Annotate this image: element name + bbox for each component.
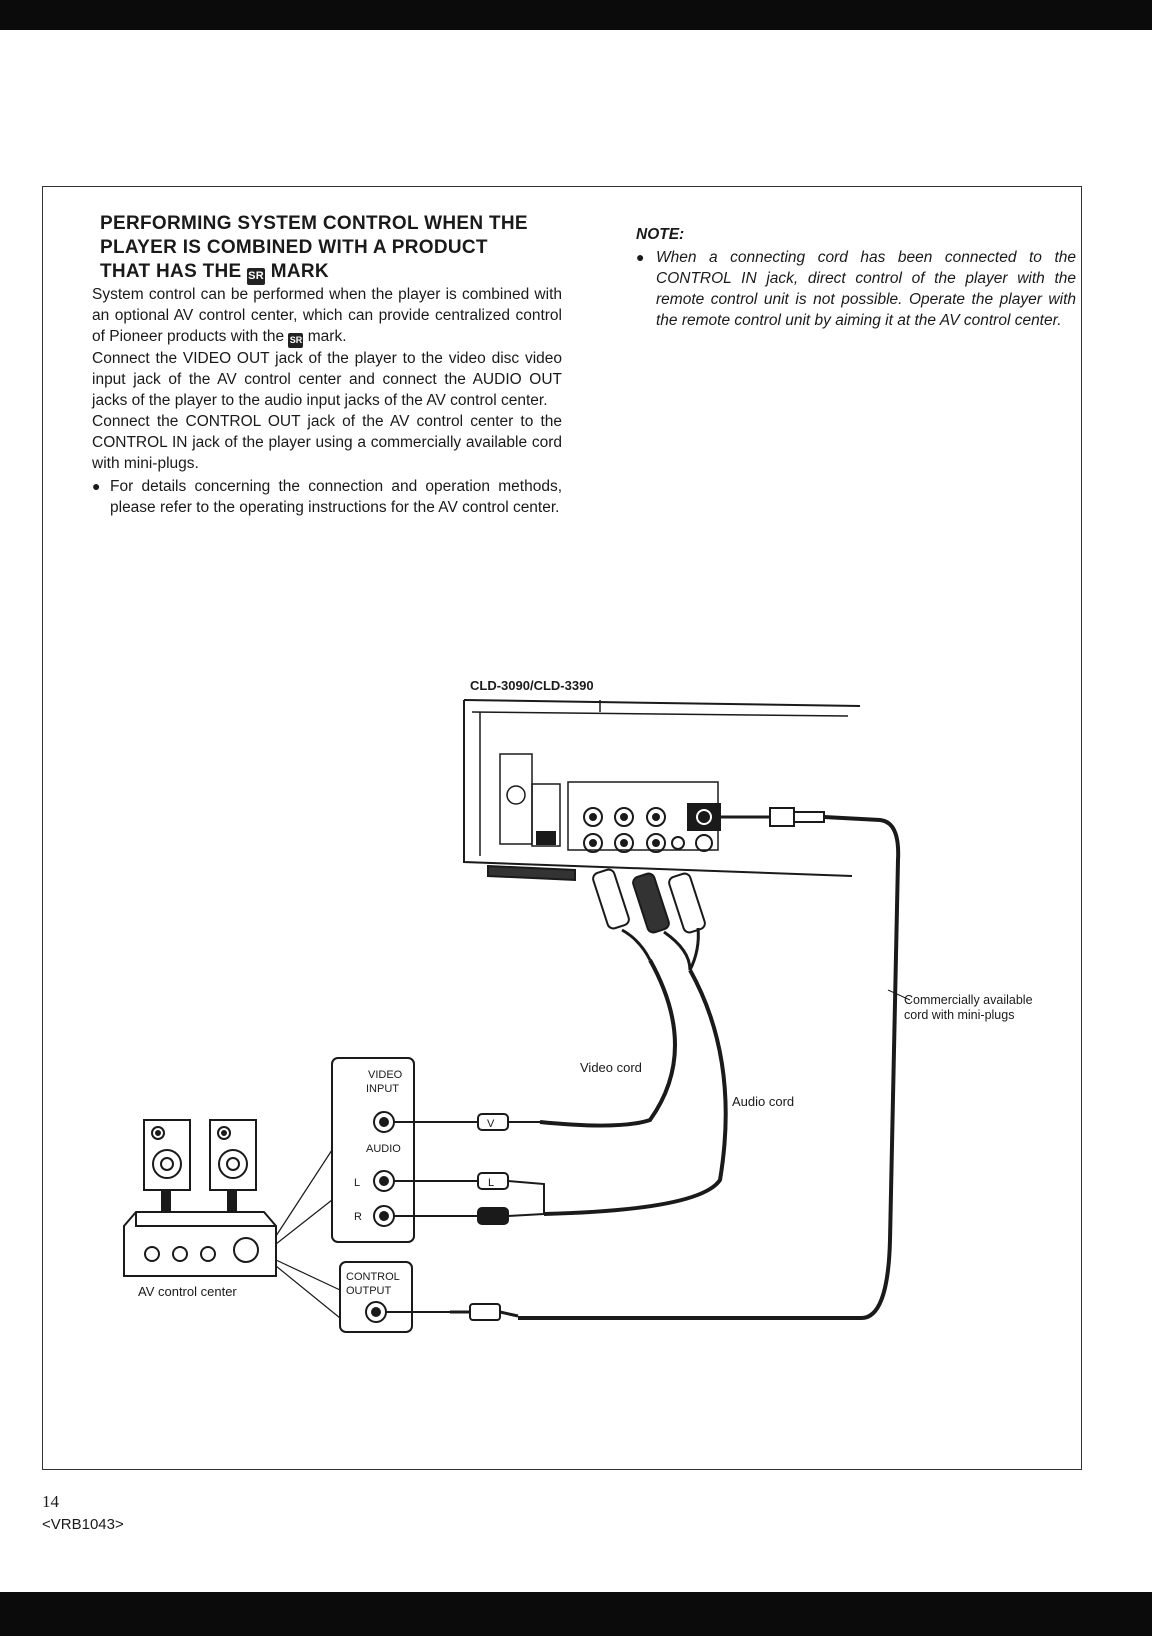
body-text: System control can be performed when the… [92,284,562,518]
left-channel-label: L [354,1177,360,1189]
heading-line-3-after: MARK [270,261,329,282]
plug-v-label: V [487,1118,495,1130]
audio-label: AUDIO [366,1143,401,1155]
note-box: NOTE: ● When a connecting cord has been … [636,224,1076,331]
section-heading: PERFORMING SYSTEM CONTROL WHEN THE PLAYE… [100,212,570,285]
audio-cord-label: Audio cord [732,1094,794,1109]
heading-line-3: THAT HAS THE SR MARK [100,260,570,285]
mini-cord-label-line-2: cord with mini-plugs [904,1008,1014,1022]
mini-plug-cord [518,807,911,1320]
video-cord-label: Video cord [580,1060,642,1075]
mini-cord-label-line-1: Commercially available [904,993,1033,1007]
av-center-label: AV control center [138,1284,237,1299]
page-number: 14 [42,1492,59,1511]
bullet-icon: ● [92,478,101,494]
model-label: CLD-3090/CLD-3390 [470,678,594,693]
note-title: NOTE: [636,226,685,243]
plug-r-label: R [488,1212,496,1224]
body-bullet-text: For details concerning the connection an… [110,478,562,516]
right-channel-label: R [354,1211,362,1223]
bottom-scan-band [0,1592,1152,1636]
video-input-label-2: INPUT [366,1083,399,1095]
heading-line-2: PLAYER IS COMBINED WITH A PRODUCT [100,237,488,258]
body-paragraph-3: Connect the CONTROL OUT jack of the AV c… [92,413,562,472]
body-paragraph-2: Connect the VIDEO OUT jack of the player… [92,350,562,409]
sr-mark-inline-icon: SR [288,333,304,348]
video-cord-line [539,959,677,1128]
sr-mark-icon: SR [247,268,266,285]
video-input-label-1: VIDEO [368,1069,403,1081]
player-rear-panel [463,699,861,882]
document-code: <VRB1043> [42,1516,124,1533]
body-p1-before: System control can be performed when the… [92,286,562,345]
heading-line-1: PERFORMING SYSTEM CONTROL WHEN THE [100,213,528,234]
plug-l-label: L [488,1177,494,1189]
audio-cord-line [543,969,728,1216]
av-center-plugs: V L R [386,1113,545,1321]
control-output-label-2: OUTPUT [346,1285,392,1297]
body-p1-after: mark. [307,328,347,345]
player-rca-plugs [592,868,706,971]
heading-line-3-before: THAT HAS THE [100,261,242,282]
av-center-unit [123,1119,341,1319]
content-frame [42,186,1082,1470]
note-item: ● When a connecting cord has been connec… [636,247,1076,331]
note-bullet-icon: ● [636,249,645,265]
control-output-label-1: CONTROL [346,1271,400,1283]
body-bullet: ● For details concerning the connection … [92,476,562,518]
body-paragraph-1: System control can be performed when the… [92,284,562,348]
top-scan-band [0,0,1152,30]
note-item-text: When a connecting cord has been connecte… [656,249,1076,329]
